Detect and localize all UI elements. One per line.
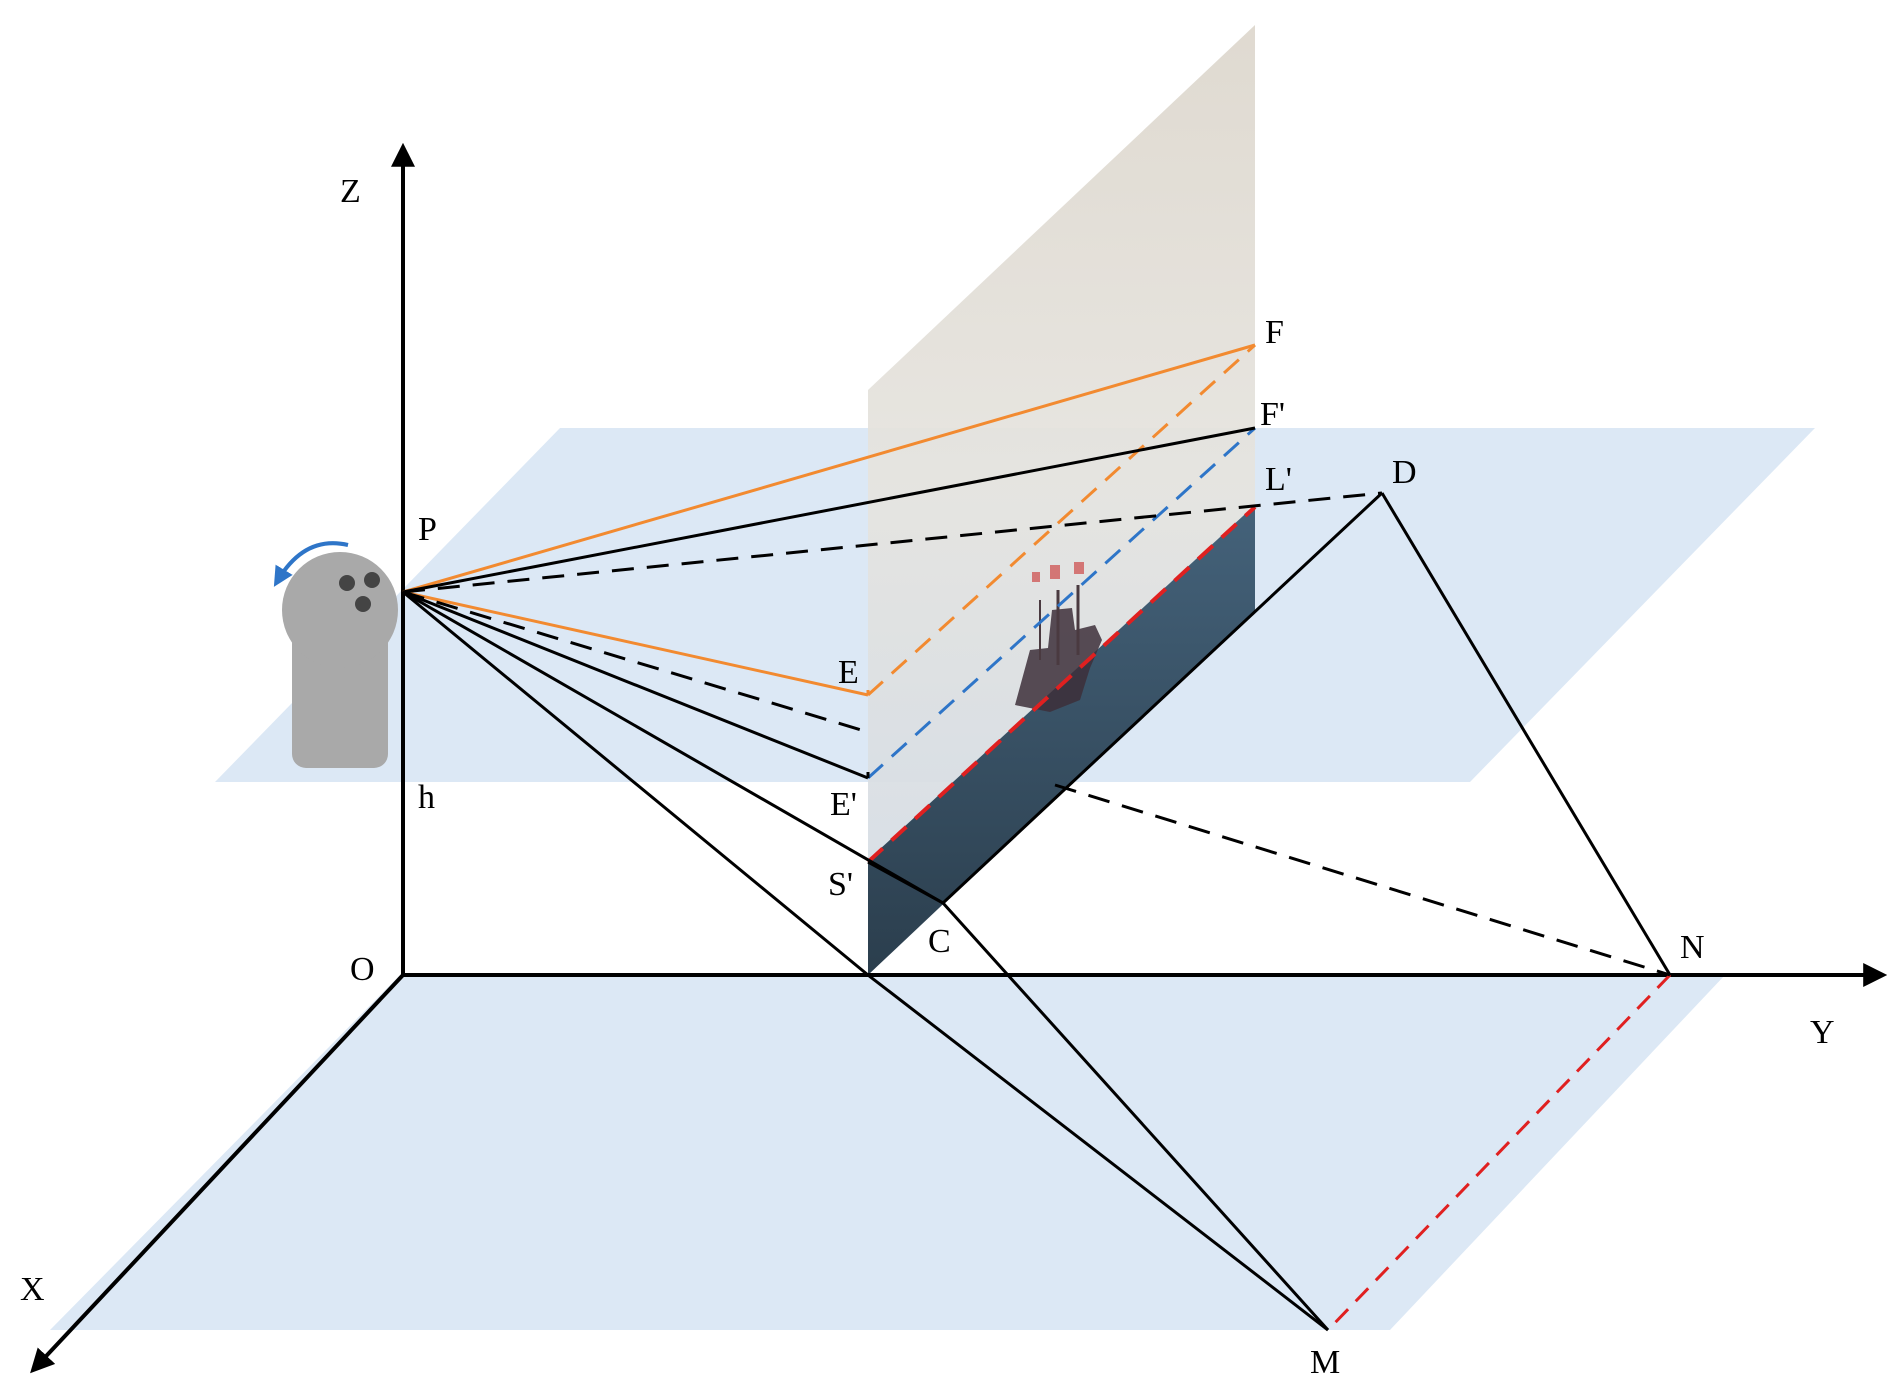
black-line-base-m <box>867 973 1329 1332</box>
point-l-prime-label: L' <box>1265 461 1292 498</box>
point-d-label: D <box>1392 454 1417 491</box>
ship-image <box>1015 562 1102 712</box>
point-p-label: P <box>418 511 437 548</box>
point-m-label: M <box>1310 1344 1340 1381</box>
orange-line-pe <box>402 590 869 697</box>
point-n-label: N <box>1680 929 1705 966</box>
y-axis-label: Y <box>1810 1014 1835 1051</box>
black-line-pc <box>402 590 944 905</box>
black-line-pe-prime <box>402 590 869 780</box>
black-line-cm <box>941 901 1330 1332</box>
black-dashed-n <box>1054 783 1671 977</box>
black-dashed-p-mid <box>402 590 869 734</box>
ptz-camera-icon <box>282 552 398 768</box>
black-line-cd <box>941 491 1384 905</box>
origin-label: O <box>350 951 375 988</box>
rotation-arrow-icon <box>273 541 349 587</box>
point-f-label: F <box>1265 314 1284 351</box>
point-h-label: h <box>418 779 435 816</box>
black-line-p-ground <box>402 590 869 977</box>
black-line-s-c <box>867 860 944 905</box>
point-c-label: C <box>928 923 951 960</box>
black-line-pf-prime <box>402 426 1256 594</box>
red-dashed-nm <box>1326 973 1672 1332</box>
x-axis-label: X <box>20 1271 45 1308</box>
image-plane-sky <box>868 25 1255 860</box>
point-e-prime-label: E' <box>830 786 857 823</box>
blue-dashed-e-prime-f-prime <box>866 426 1257 780</box>
black-dashed-pd <box>402 491 1383 594</box>
red-dashed-horizon <box>866 505 1257 864</box>
orange-line-pf <box>402 343 1256 594</box>
black-line-dn <box>1380 492 1672 976</box>
image-plane-sea <box>868 505 1255 975</box>
ground-plane <box>50 975 1725 1330</box>
point-e-label: E <box>838 654 859 691</box>
x-axis <box>30 973 405 1374</box>
z-axis-label: Z <box>340 173 361 210</box>
point-f-prime-label: F' <box>1260 396 1285 433</box>
point-s-prime-label: S' <box>828 866 853 903</box>
orange-dashed-ef <box>866 343 1257 697</box>
